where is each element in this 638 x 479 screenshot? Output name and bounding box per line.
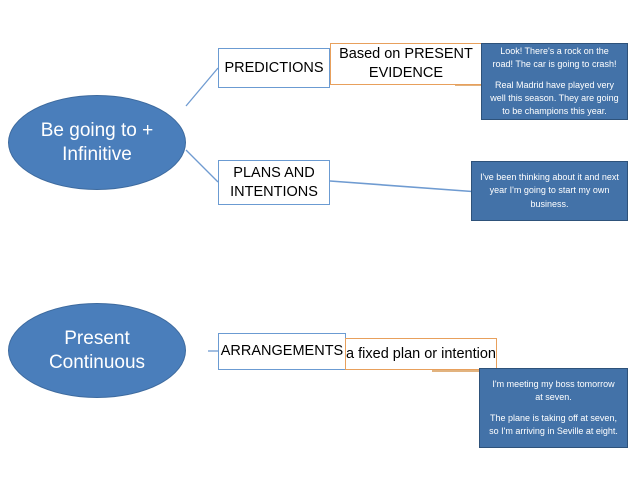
node-present-evidence[interactable]: Based on PRESENT EVIDENCE bbox=[330, 43, 482, 85]
node-be-going-to[interactable]: Be going to + Infinitive bbox=[8, 95, 186, 190]
node-fixed-plan[interactable]: a fixed plan or intention bbox=[345, 338, 497, 370]
node-be-going-to-label: Be going to + Infinitive bbox=[40, 119, 154, 165]
node-present-continuous-label: Present Continuous bbox=[48, 327, 146, 373]
node-predictions[interactable]: PREDICTIONS bbox=[218, 48, 330, 88]
example-text: Look! There's a rock on the road! The ca… bbox=[492, 45, 617, 69]
node-arrangements-label: ARRANGEMENTS bbox=[220, 343, 344, 360]
examples-plans-intentions: I've been thinking about it and next yea… bbox=[471, 161, 628, 221]
node-fixed-plan-label: a fixed plan or intention bbox=[346, 345, 496, 362]
node-predictions-label: PREDICTIONS bbox=[224, 59, 324, 76]
node-arrangements[interactable]: ARRANGEMENTS bbox=[218, 333, 346, 370]
node-present-continuous[interactable]: Present Continuous bbox=[8, 303, 186, 398]
examples-predictions: Look! There's a rock on the road! The ca… bbox=[481, 43, 628, 120]
example-text: The plane is taking off at seven, so I'm… bbox=[489, 413, 618, 437]
example-text: I've been thinking about it and next yea… bbox=[480, 172, 619, 209]
examples-arrangements: I'm meeting my boss tomorrow at seven. T… bbox=[479, 368, 628, 448]
node-present-evidence-label: Based on PRESENT EVIDENCE bbox=[339, 46, 473, 81]
example-text: Real Madrid have played very well this s… bbox=[490, 79, 619, 117]
node-plans-intentions-label: PLANS AND INTENTIONS bbox=[230, 164, 318, 200]
node-plans-intentions[interactable]: PLANS AND INTENTIONS bbox=[218, 160, 330, 205]
example-text: I'm meeting my boss tomorrow at seven. bbox=[492, 378, 615, 402]
